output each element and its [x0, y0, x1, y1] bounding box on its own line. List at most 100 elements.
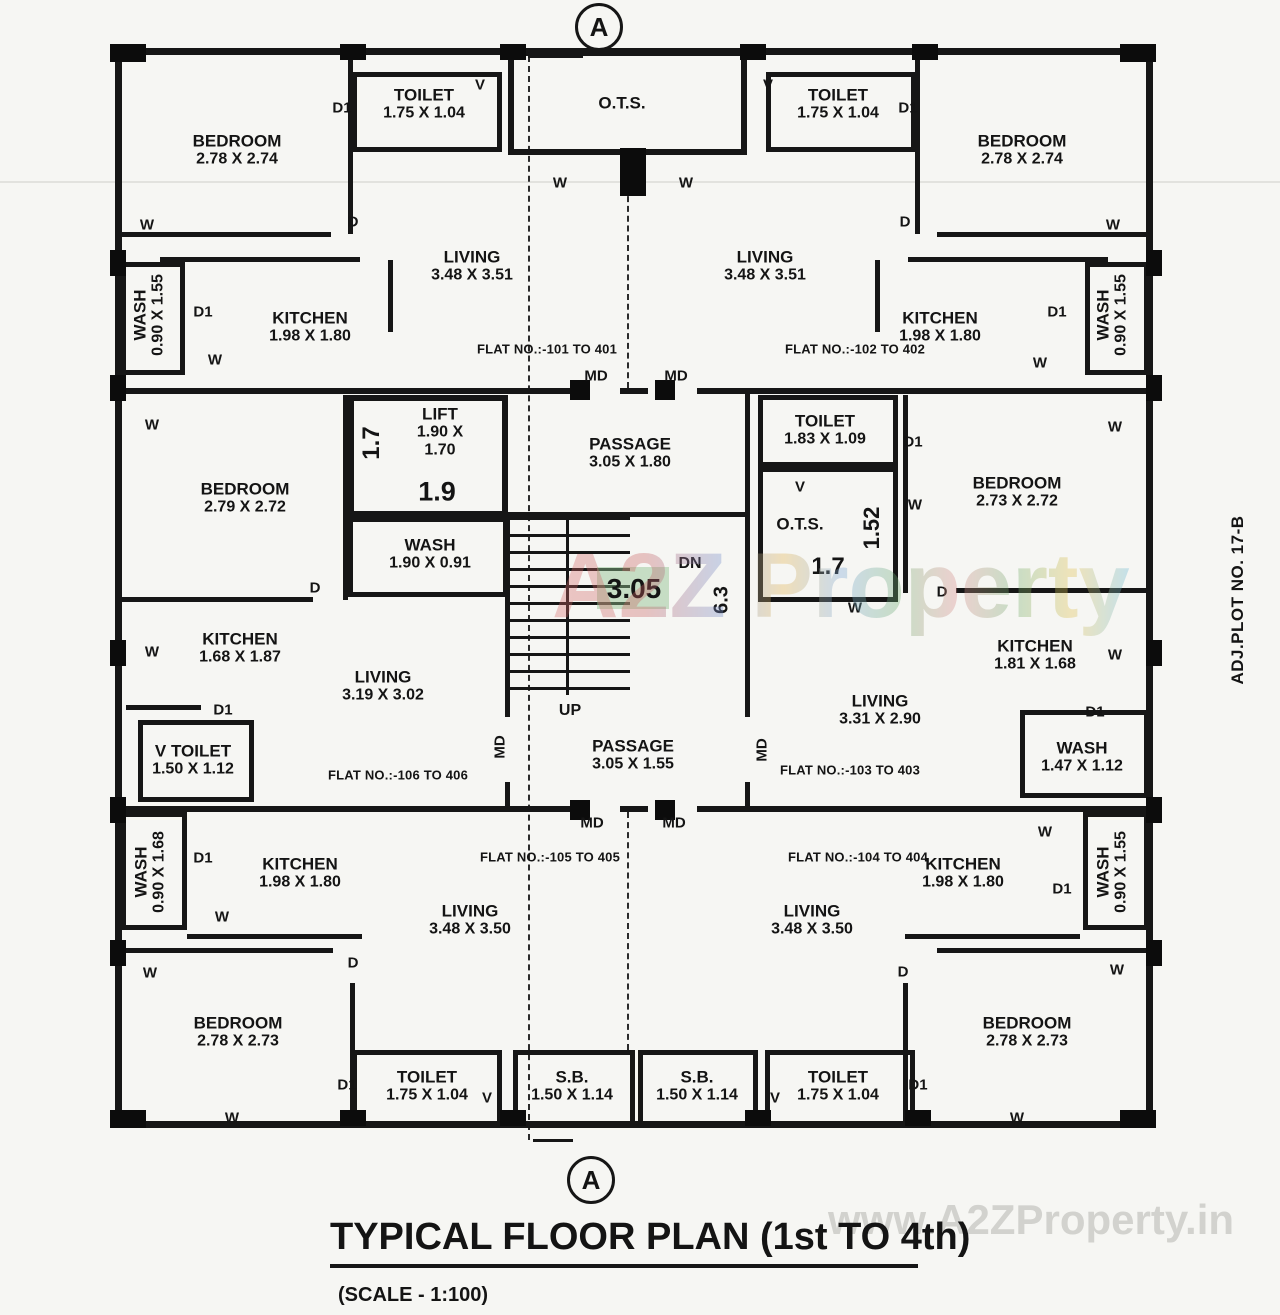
main-door-label: MD [580, 814, 604, 832]
pier [110, 250, 126, 276]
pier [110, 640, 126, 666]
pier [1146, 940, 1162, 966]
section-connector-bottom [533, 1139, 573, 1142]
vent-label: V [769, 1089, 781, 1107]
wall-bedroom102-left [915, 54, 920, 234]
window-label: W [907, 496, 923, 514]
window-label: W [847, 599, 863, 617]
divider-wall-1b [620, 388, 648, 394]
staircase [505, 517, 630, 695]
door1-label: D1 [1052, 880, 1072, 898]
wash-103-box [1020, 710, 1149, 798]
wall-kitchen105-bottom [187, 934, 362, 939]
wall-bedroom103-left [903, 395, 908, 593]
wall-kitchen102-left [875, 260, 880, 332]
window-label: W [1032, 354, 1048, 372]
pier [905, 1110, 931, 1126]
pier [110, 797, 126, 823]
pier [500, 44, 526, 60]
window-label: W [139, 216, 155, 234]
pier [655, 380, 675, 400]
main-door-label: MD [491, 735, 509, 759]
wall-bedroom105-top [121, 948, 333, 953]
door-label: D [347, 954, 359, 972]
main-door-label: MD [753, 738, 771, 762]
flat-101-label: FLAT NO.:-101 TO 401 [476, 341, 618, 357]
plan-title: TYPICAL FLOOR PLAN (1st TO 4th) [330, 1216, 970, 1268]
door1-label: D1 [213, 701, 233, 719]
door-label: D [897, 963, 909, 981]
pier [740, 44, 766, 60]
window-label: W [144, 643, 160, 661]
window-label: W [224, 1109, 240, 1127]
vent-label: V [762, 76, 774, 94]
flat-106-label: FLAT NO.:-106 TO 406 [327, 767, 469, 783]
wall-bedroom101-right [348, 54, 353, 234]
main-door-label: MD [664, 367, 688, 385]
stairs-up-label: UP [558, 702, 582, 719]
wall-kitchen104-bottom [905, 934, 1080, 939]
vent-label: V [474, 76, 486, 94]
pier [340, 1110, 366, 1126]
main-door-label: MD [584, 367, 608, 385]
door-label: D [347, 213, 359, 231]
wash-105-box [121, 812, 187, 930]
window-label: W [1109, 961, 1125, 979]
divider-wall-1a [115, 388, 577, 394]
section-connector-top [528, 55, 583, 58]
wall-bedroom104-top [937, 948, 1149, 953]
wash-102-box [1085, 262, 1149, 375]
window-label: W [1107, 646, 1123, 664]
window-label: W [678, 174, 694, 192]
wall-bedroom101-bottom [121, 232, 331, 237]
main-door-label: MD [662, 814, 686, 832]
door1-label: D1 [193, 849, 213, 867]
window-label: W [142, 964, 158, 982]
wash-101-box [121, 262, 185, 375]
pier [620, 148, 646, 196]
wall-bedroom106-bottom [121, 597, 313, 602]
door1-label: D1 [337, 1076, 357, 1094]
wall-kitchen101-right [388, 260, 393, 332]
door-label: D [309, 579, 321, 597]
adjacent-plot-note: ADJ.PLOT NO. 17-B [1228, 515, 1247, 685]
wall-kitchen102-top [908, 257, 1108, 262]
pier [570, 800, 590, 820]
sb-104-box [638, 1050, 758, 1127]
ots-width-dim: 1.7 [811, 553, 845, 580]
door1-label: D1 [332, 99, 352, 117]
pier [500, 1110, 526, 1126]
lift-depth-dim: 1.7 [358, 426, 385, 460]
vent-label: V [481, 1089, 493, 1107]
flat-103-label: FLAT NO.:-103 TO 403 [779, 762, 921, 778]
door1-label: D1 [898, 99, 918, 117]
pier [1146, 250, 1162, 276]
wall-bedroom106-right [343, 395, 348, 600]
door1-label: D1 [903, 433, 923, 451]
section-marker-top: A [575, 3, 623, 51]
flat-divider-dash-top [627, 157, 629, 388]
toilet-103-box [758, 395, 898, 467]
stairs-down-label: DN [678, 555, 702, 572]
wall-passage-right-b [745, 782, 750, 810]
divider-wall-2a [115, 806, 577, 812]
